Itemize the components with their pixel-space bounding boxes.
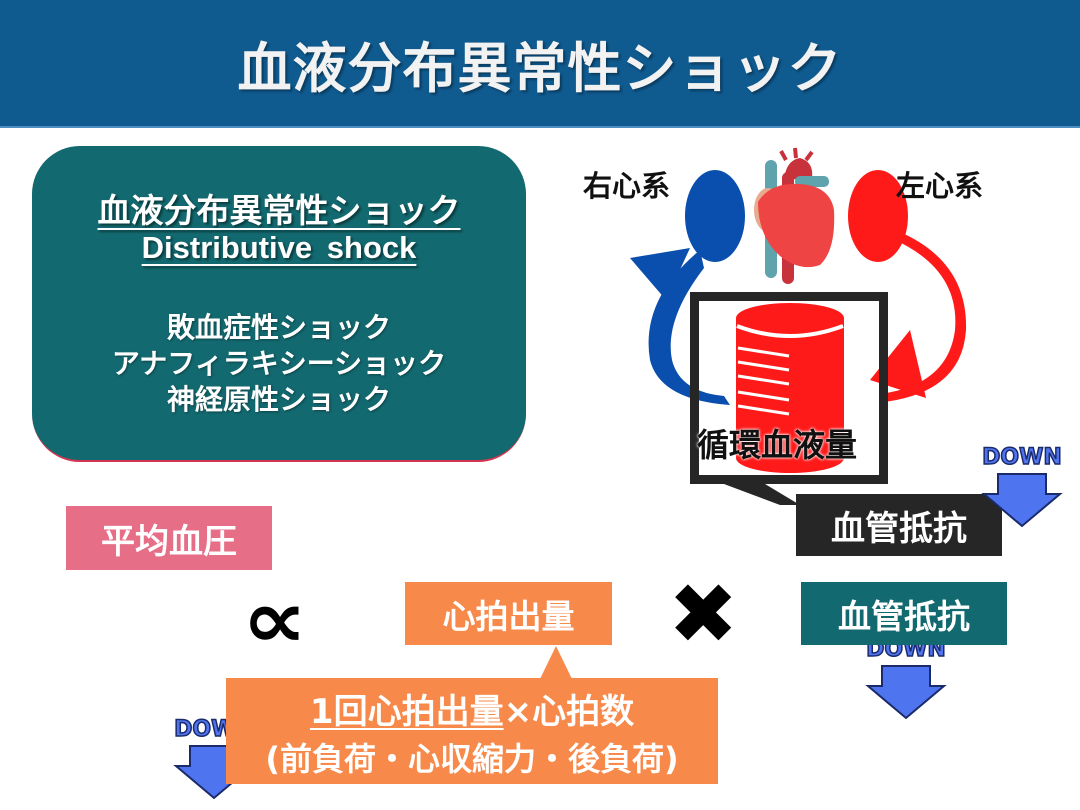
blood-volume-label: 循環血液量 <box>697 426 858 464</box>
cardiac-output-formula-box: 1回心拍出量×心拍数 (前負荷・心収縮力・後負荷) <box>226 678 718 784</box>
vascular-resistance-dark-box: 血管抵抗 <box>796 494 1002 556</box>
left-heart-label: 左心系 <box>896 169 984 203</box>
right-heart-icon <box>630 170 745 405</box>
multiply-icon: ✖ <box>668 565 739 663</box>
blood-volume-drum-icon <box>736 303 844 473</box>
shock-definition-box: 血液分布異常性ショック Distributive shock 敗血症性ショック … <box>32 146 526 462</box>
stroke-volume-term: 1回心拍出量 <box>309 692 504 732</box>
vascular-resistance-term: 血管抵抗 <box>838 596 970 636</box>
mean-blood-pressure-box: 平均血圧 <box>66 506 272 570</box>
info-subtitle: Distributive shock <box>141 230 417 265</box>
shock-examples-list: 敗血症性ショック アナフィラキシーショック 神経原性ショック <box>32 310 526 418</box>
formula-pointer <box>540 646 572 679</box>
cardiac-output-box: 心拍出量 <box>405 582 612 645</box>
page-title: 血液分布異常性ショック <box>237 36 843 100</box>
list-item: アナフィラキシーショック <box>111 347 447 380</box>
mean-bp-label: 平均血圧 <box>101 521 237 562</box>
info-title: 血液分布異常性ショック <box>97 191 461 230</box>
proportional-symbol: ∝ <box>241 573 308 666</box>
list-item: 神経原性ショック <box>166 383 391 416</box>
down-badge-text: DOWN <box>982 445 1062 470</box>
down-arrow-icon: DOWN <box>981 444 1063 528</box>
heart-icon <box>754 147 835 284</box>
header-bar: 血液分布異常性ショック <box>0 0 1080 128</box>
blood-volume-callout <box>690 292 888 484</box>
formula-factors: (前負荷・心収縮力・後負荷) <box>265 740 679 778</box>
down-arrow-icon: DOWN <box>865 636 947 720</box>
right-heart-label: 右心系 <box>583 169 671 203</box>
heart-rate-term: ×心拍数 <box>503 692 635 732</box>
cardiac-output-label: 心拍出量 <box>442 596 575 636</box>
callout-tail <box>724 484 800 505</box>
vascular-resistance-label: 血管抵抗 <box>831 508 967 549</box>
list-item: 敗血症性ショック <box>166 311 391 344</box>
vascular-resistance-box: 血管抵抗 <box>801 582 1007 645</box>
